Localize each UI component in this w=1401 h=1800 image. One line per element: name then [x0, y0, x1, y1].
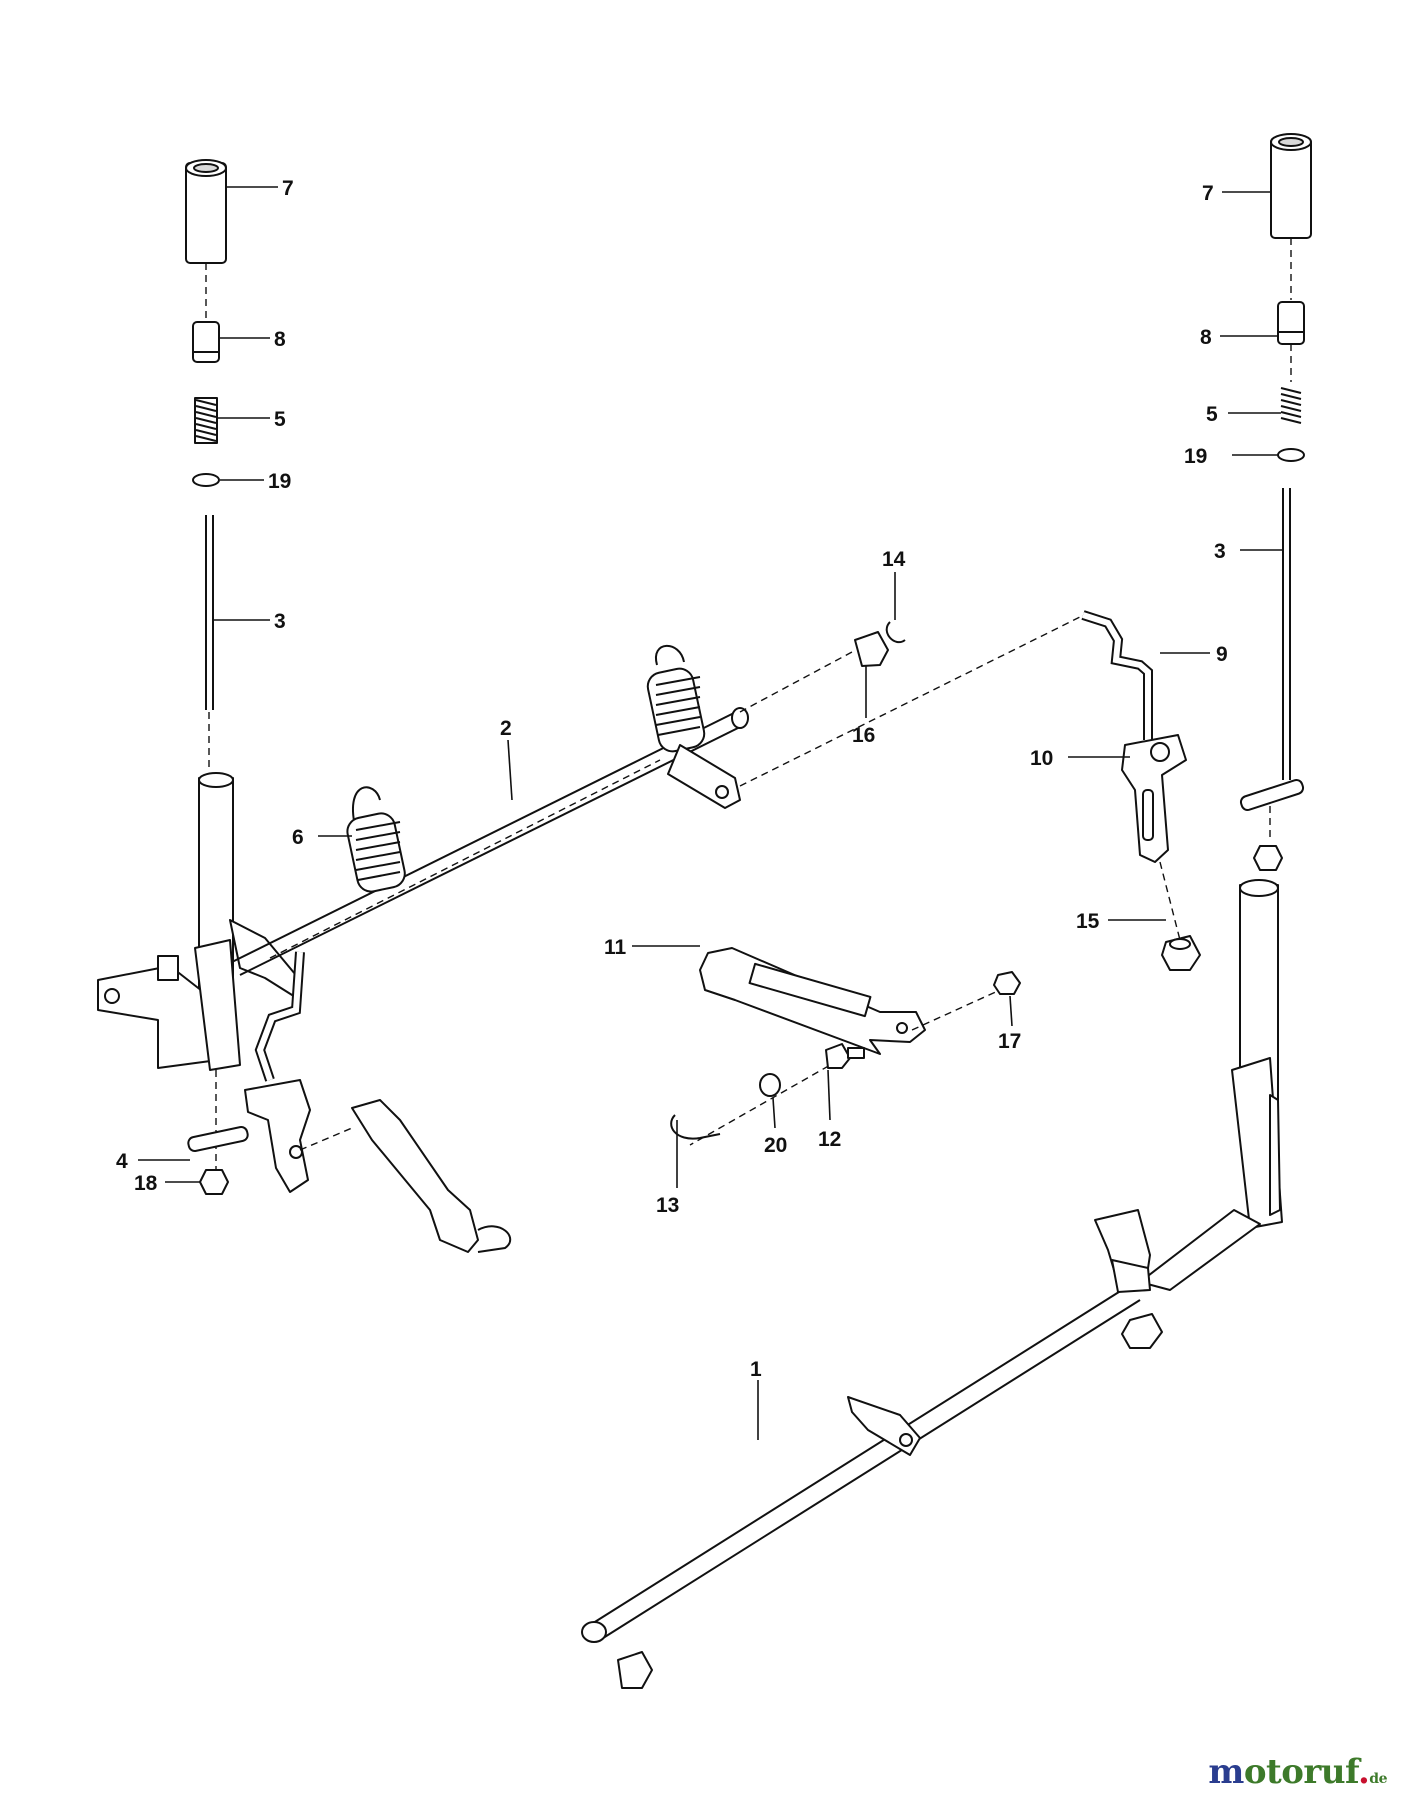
callout-7-left: 7	[282, 177, 294, 200]
left-pin	[187, 1126, 249, 1152]
left-bracket	[97, 919, 301, 1071]
left-link-arm	[351, 1099, 512, 1253]
front-lift-shaft	[581, 1284, 1141, 1643]
callout-19-right: 19	[1184, 445, 1207, 468]
nut-17	[993, 971, 1021, 995]
callout-3-right: 3	[1214, 540, 1226, 563]
callout-6: 6	[292, 826, 304, 849]
watermark-tld: de	[1369, 1771, 1387, 1787]
right-handle-grip	[1270, 133, 1312, 239]
bushing-16	[854, 631, 889, 667]
left-spring-small	[194, 397, 218, 444]
callout-2: 2	[500, 717, 512, 740]
swivel-12	[825, 1043, 865, 1069]
front-bushing-lower	[617, 1651, 653, 1689]
callout-8-right: 8	[1200, 326, 1212, 349]
callout-14: 14	[882, 548, 906, 571]
callout-15: 15	[1076, 910, 1100, 933]
callout-13: 13	[656, 1194, 679, 1217]
callout-4: 4	[116, 1150, 128, 1173]
front-shaft-arm	[847, 1396, 921, 1456]
callout-10: 10	[1030, 747, 1053, 770]
right-pin	[1239, 779, 1305, 811]
watermark-first-letter: m	[1208, 1752, 1244, 1792]
callout-7-right: 7	[1202, 182, 1214, 205]
watermark-logo: motoruf.de	[1208, 1752, 1387, 1792]
link-rod-9	[1081, 610, 1153, 740]
left-handle-insert	[192, 321, 220, 363]
right-washer	[1277, 448, 1305, 462]
callout-12: 12	[818, 1128, 841, 1151]
callout-11: 11	[604, 936, 627, 959]
spring-16-upper	[646, 644, 706, 753]
callout-9: 9	[1216, 643, 1228, 666]
clip-14	[885, 621, 906, 643]
right-bracket	[1139, 1057, 1283, 1291]
shaft-arm-plate	[667, 744, 741, 809]
callout-5-left: 5	[274, 408, 286, 431]
callout-5-right: 5	[1206, 403, 1218, 426]
spring-6	[346, 786, 406, 893]
left-lever	[244, 1079, 311, 1193]
callout-20: 20	[764, 1134, 787, 1157]
callout-19-left: 19	[268, 470, 291, 493]
callout-8-left: 8	[274, 328, 286, 351]
callout-17: 17	[998, 1030, 1021, 1053]
callout-1: 1	[750, 1358, 762, 1381]
front-shaft-lever	[1094, 1209, 1151, 1293]
washer-20	[759, 1073, 781, 1097]
hairpin-13	[670, 1114, 721, 1140]
nut-15	[1161, 935, 1201, 971]
watermark-dot: .	[1357, 1752, 1370, 1792]
right-handle-insert	[1277, 301, 1305, 345]
left-link-rod	[254, 951, 305, 1082]
rear-lift-shaft	[231, 707, 749, 976]
right-spring-small	[1280, 387, 1302, 424]
callout-3-left: 3	[274, 610, 286, 633]
callout-18: 18	[134, 1172, 158, 1195]
lever-10	[1121, 734, 1187, 863]
right-nut	[1253, 845, 1283, 871]
left-washer	[192, 473, 220, 487]
left-handle-grip	[185, 159, 227, 264]
left-nut	[199, 1169, 229, 1195]
link-11	[699, 947, 926, 1055]
callout-16: 16	[852, 724, 875, 747]
watermark-text: otoruf	[1243, 1752, 1359, 1792]
front-bushing-upper	[1121, 1313, 1163, 1349]
